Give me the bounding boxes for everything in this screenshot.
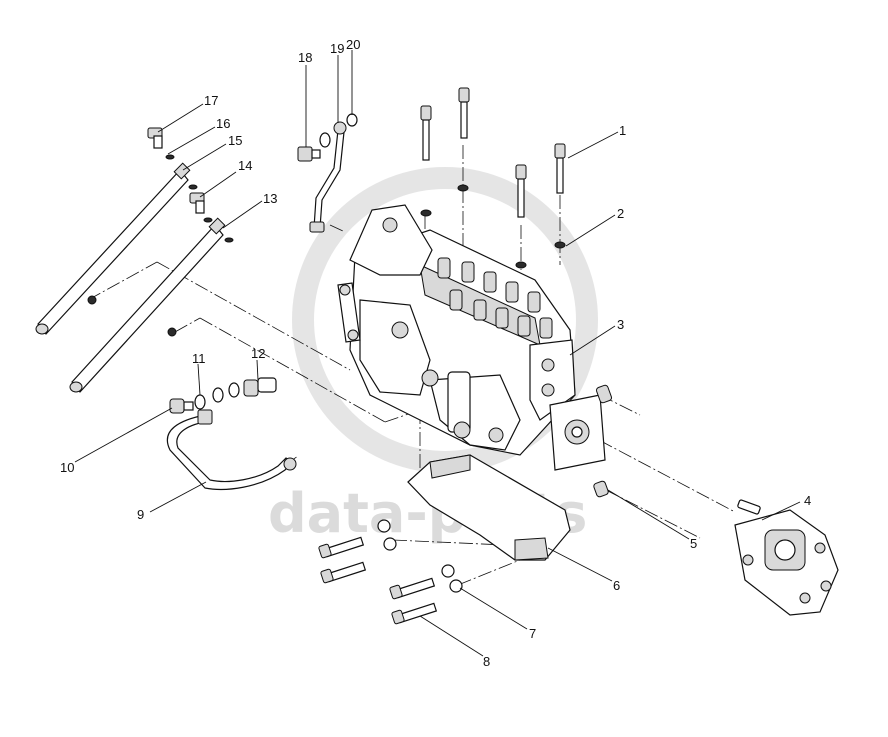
banjo-bolt-top bbox=[297, 146, 321, 162]
washer-19 bbox=[319, 132, 331, 148]
sealing-washers bbox=[194, 382, 240, 410]
coupling-nut-5 bbox=[593, 480, 609, 498]
callout-17: 17 bbox=[204, 93, 218, 108]
callout-9: 9 bbox=[137, 507, 144, 522]
banjo-bolt-lower bbox=[188, 184, 234, 243]
injection-line-lower bbox=[69, 217, 226, 393]
mounting-bolts-top bbox=[420, 87, 566, 218]
callout-3: 3 bbox=[617, 317, 624, 332]
callout-19: 19 bbox=[330, 41, 344, 56]
callout-8: 8 bbox=[483, 654, 490, 669]
bracket-bolts-lower bbox=[389, 577, 438, 625]
seal-washer bbox=[87, 295, 97, 305]
coupling-nut-upper bbox=[595, 384, 613, 404]
bracket-washers bbox=[377, 519, 463, 593]
bracket-bolts-upper bbox=[318, 536, 367, 584]
callout-4: 4 bbox=[804, 493, 811, 508]
callout-18: 18 bbox=[298, 50, 312, 65]
drive-flange bbox=[549, 394, 606, 471]
callout-10: 10 bbox=[60, 460, 74, 475]
feed-pump bbox=[734, 499, 839, 616]
callout-12: 12 bbox=[251, 346, 265, 361]
callout-2: 2 bbox=[617, 206, 624, 221]
delivery-valve-holders bbox=[437, 257, 553, 339]
injection-line-upper bbox=[35, 162, 191, 335]
callout-20: 20 bbox=[346, 37, 360, 52]
bolt-washers-top bbox=[420, 184, 566, 269]
support-bracket bbox=[407, 454, 571, 561]
callout-13: 13 bbox=[263, 191, 277, 206]
return-pipe bbox=[309, 129, 345, 233]
seal-washer bbox=[167, 327, 177, 337]
leader-lines bbox=[74, 50, 801, 657]
callout-5: 5 bbox=[690, 536, 697, 551]
oil-feed-line bbox=[166, 409, 297, 490]
hollow-screw bbox=[243, 377, 277, 397]
callout-16: 16 bbox=[216, 116, 230, 131]
banjo-bolt-upper bbox=[147, 127, 175, 160]
callout-1: 1 bbox=[619, 123, 626, 138]
callout-6: 6 bbox=[613, 578, 620, 593]
banjo-19 bbox=[333, 121, 347, 135]
callout-15: 15 bbox=[228, 133, 242, 148]
plug-bolt bbox=[169, 398, 194, 414]
callout-14: 14 bbox=[238, 158, 252, 173]
washer-20 bbox=[346, 113, 358, 127]
governor-lever bbox=[337, 282, 361, 343]
callout-7: 7 bbox=[529, 626, 536, 641]
callout-11: 11 bbox=[192, 351, 206, 366]
callout-labels: 1 2 3 4 5 6 7 8 9 10 11 12 13 14 15 16 1… bbox=[60, 37, 811, 669]
